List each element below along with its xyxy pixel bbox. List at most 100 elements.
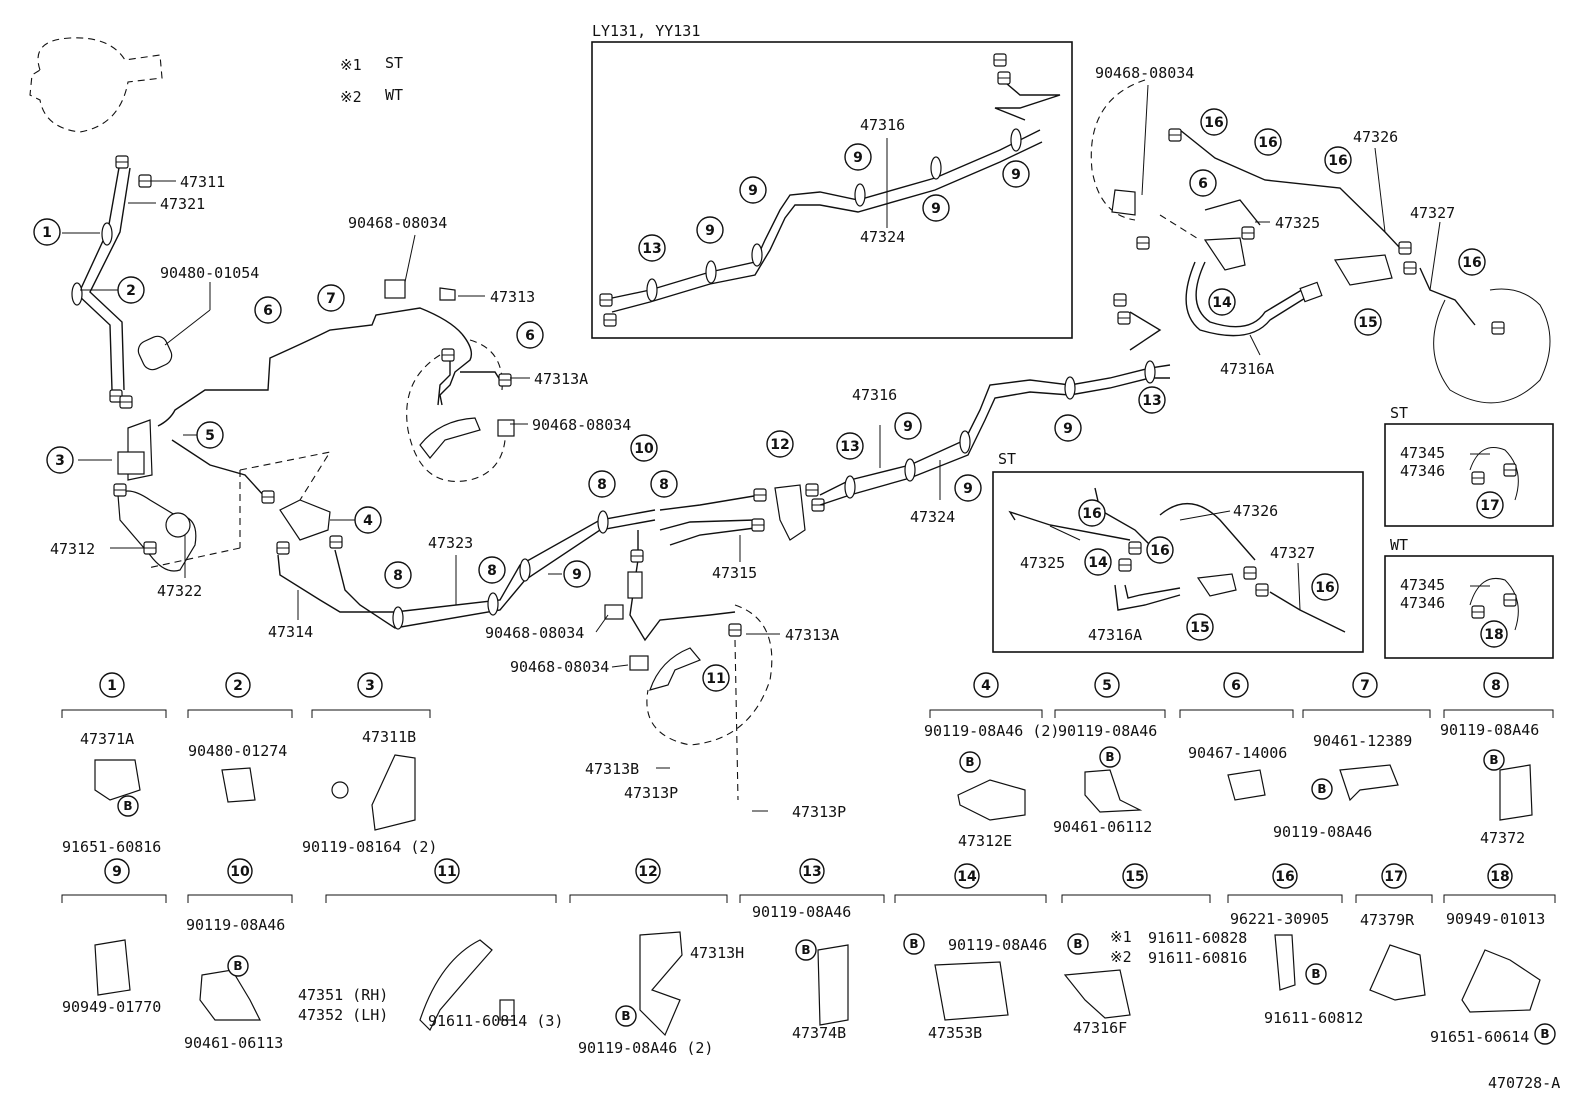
svg-text:18: 18 bbox=[1490, 869, 1509, 885]
callout-9-26: 9 bbox=[1002, 160, 1030, 188]
label-47327: 47327 bbox=[1410, 204, 1455, 222]
svg-text:4: 4 bbox=[981, 678, 991, 694]
table-callout-5: 5 bbox=[1094, 672, 1120, 698]
bolt-mark-11: B bbox=[1534, 1023, 1556, 1045]
part-label-90461-06112: 90461-06112 bbox=[1053, 818, 1152, 836]
svg-text:3: 3 bbox=[365, 678, 375, 694]
label-st-47325: 47325 bbox=[1020, 554, 1065, 572]
svg-text:14: 14 bbox=[1212, 295, 1232, 311]
label-47316A: 47316A bbox=[1220, 360, 1274, 378]
part-90467-14006 bbox=[1227, 769, 1266, 801]
svg-text:15: 15 bbox=[1358, 315, 1377, 331]
svg-text:B: B bbox=[965, 755, 974, 769]
part-47311B bbox=[371, 754, 416, 831]
bolt-mark-5: B bbox=[227, 955, 249, 977]
svg-text:5: 5 bbox=[205, 428, 215, 444]
part-47316F bbox=[1063, 969, 1131, 1019]
st-inset-center-title: ST bbox=[998, 450, 1016, 468]
svg-text:9: 9 bbox=[853, 150, 863, 166]
callout-8-11: 8 bbox=[588, 470, 616, 498]
table-callout-6: 6 bbox=[1223, 672, 1249, 698]
callout-9-10: 9 bbox=[563, 560, 591, 588]
callout-15-32: 15 bbox=[1354, 308, 1382, 336]
svg-text:B: B bbox=[801, 943, 810, 957]
svg-text:B: B bbox=[1311, 967, 1320, 981]
part-label-90119-08A46-5: 90119-08A46 bbox=[1058, 722, 1157, 740]
svg-text:14: 14 bbox=[1088, 555, 1108, 571]
callout-9-18: 9 bbox=[954, 474, 982, 502]
variant-box-title: LY131, YY131 bbox=[592, 22, 700, 40]
callout-13-20: 13 bbox=[1138, 386, 1166, 414]
table-callout-12: 12 bbox=[635, 858, 661, 884]
label-st-47316A: 47316A bbox=[1088, 626, 1142, 644]
svg-text:B: B bbox=[1540, 1027, 1549, 1041]
label-47313A-b: 47313A bbox=[785, 626, 839, 644]
svg-text:8: 8 bbox=[487, 563, 497, 579]
svg-text:7: 7 bbox=[1360, 678, 1370, 694]
wt-inset-right: WT bbox=[1384, 536, 1554, 659]
svg-text:14: 14 bbox=[957, 869, 977, 885]
part-label-47312E: 47312E bbox=[958, 832, 1012, 850]
part-label-91611-60812: 91611-60812 bbox=[1264, 1009, 1363, 1027]
table-callout-1: 1 bbox=[99, 672, 125, 698]
part-47313H bbox=[639, 931, 683, 1037]
svg-text:8: 8 bbox=[597, 477, 607, 493]
callout-16-33: 16 bbox=[1458, 248, 1486, 276]
label-47313A-a: 47313A bbox=[534, 370, 588, 388]
svg-text:11: 11 bbox=[437, 864, 456, 880]
label-47316: 47316 bbox=[852, 386, 897, 404]
part-47351-47352 bbox=[419, 939, 493, 1032]
callout-1-0: 1 bbox=[33, 218, 61, 246]
table-callout-3: 3 bbox=[357, 672, 383, 698]
part-90461-06112 bbox=[1084, 769, 1143, 813]
svg-text:6: 6 bbox=[525, 328, 535, 344]
callout-8-9: 8 bbox=[478, 556, 506, 584]
callout-4-4: 4 bbox=[354, 506, 382, 534]
label-wt-47346: 47346 bbox=[1400, 594, 1445, 612]
label-90468-08034-c: 90468-08034 bbox=[485, 624, 584, 642]
svg-text:15: 15 bbox=[1125, 869, 1144, 885]
part-label-91611-60814: 91611-60814 (3) bbox=[428, 1012, 563, 1030]
callout-14-36: 14 bbox=[1084, 548, 1112, 576]
label-47314: 47314 bbox=[268, 623, 313, 641]
part-label-90119-08A46-13: 90119-08A46 bbox=[752, 903, 851, 921]
diagram-id: 470728-A bbox=[1488, 1074, 1560, 1092]
parts-table: 47371A 91651-60816 90480-01274 47311B 90… bbox=[61, 709, 1556, 1057]
label-47323: 47323 bbox=[428, 534, 473, 552]
part-90461-06113 bbox=[199, 969, 261, 1021]
st-inset-right: ST bbox=[1384, 404, 1554, 527]
svg-text:5: 5 bbox=[1102, 678, 1112, 694]
bolt-mark-9: B bbox=[1067, 933, 1089, 955]
part-label-47379R: 47379R bbox=[1360, 911, 1415, 929]
label-wt-47345: 47345 bbox=[1400, 576, 1445, 594]
part-label-90119-08A46-8: 90119-08A46 bbox=[1440, 721, 1539, 739]
callout-7-6: 7 bbox=[317, 284, 345, 312]
part-label-47316F: 47316F bbox=[1073, 1019, 1127, 1037]
svg-text:8: 8 bbox=[659, 477, 669, 493]
legend-mark-1: ※1 bbox=[340, 56, 362, 74]
part-label-90119-08A46-4: 90119-08A46 (2) bbox=[924, 722, 1059, 740]
bolt-mark-8: B bbox=[903, 933, 925, 955]
bolt-mark-4: B bbox=[1483, 749, 1505, 771]
bolt-mark-2: B bbox=[1099, 746, 1121, 768]
callout-15-37: 15 bbox=[1186, 613, 1214, 641]
label-st-47345: 47345 bbox=[1400, 444, 1445, 462]
st-inset-right-title: ST bbox=[1390, 404, 1408, 422]
label-47326: 47326 bbox=[1353, 128, 1398, 146]
callout-10-12: 10 bbox=[630, 434, 658, 462]
part-label-90119-08A46-10: 90119-08A46 bbox=[186, 916, 285, 934]
part-label-47313H: 47313H bbox=[690, 944, 744, 962]
part-label-mark-2: ※2 bbox=[1110, 948, 1132, 966]
callout-9-19: 9 bbox=[1054, 414, 1082, 442]
part-label-47372: 47372 bbox=[1480, 829, 1525, 847]
part-label-96221-30905: 96221-30905 bbox=[1230, 910, 1329, 928]
svg-text:16: 16 bbox=[1082, 506, 1101, 522]
callout-9-25: 9 bbox=[922, 194, 950, 222]
label-47322: 47322 bbox=[157, 582, 202, 600]
svg-text:16: 16 bbox=[1328, 153, 1347, 169]
part-47379R bbox=[1369, 944, 1426, 1001]
brake-lines bbox=[29, 37, 1551, 801]
table-callout-9: 9 bbox=[104, 858, 130, 884]
